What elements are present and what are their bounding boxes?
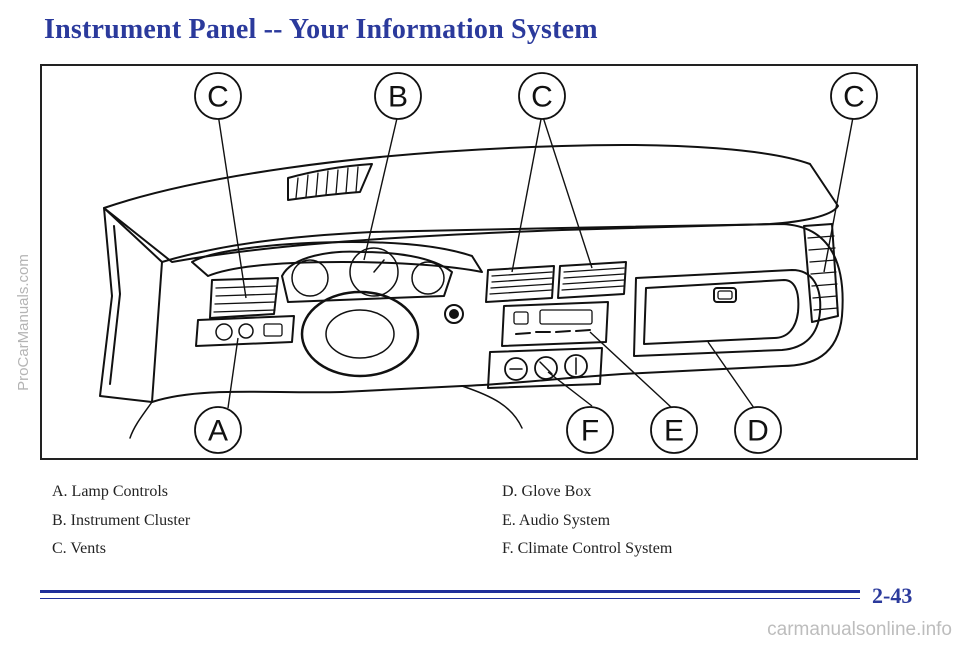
glove-box-outline (643, 279, 800, 345)
leader-c2-a (511, 113, 543, 273)
callout-f-label: F (581, 415, 599, 448)
leader-c3 (823, 111, 855, 273)
callout-d-label: D (747, 415, 769, 448)
legend-item-climate-control: F. Climate Control System (502, 540, 673, 557)
callout-c-1-label: C (207, 81, 229, 114)
legend-item-glove-box: D. Glove Box (502, 483, 592, 500)
leader-d (707, 341, 755, 409)
leader-e (589, 331, 673, 409)
dash-top-surface (103, 143, 839, 263)
lamp-controls-panel (195, 315, 295, 347)
instrument-panel-illustration: C B C C A F E D (99, 72, 878, 454)
callout-c-3 (830, 72, 878, 120)
legend-item-audio-system: E. Audio System (502, 511, 611, 529)
leader-f (547, 371, 593, 407)
leader-a (227, 337, 239, 409)
leader-c2-b (541, 113, 593, 269)
watermark-text: ProCarManuals.com (14, 254, 32, 391)
callout-c-1 (194, 72, 242, 120)
footer-rule (40, 590, 860, 593)
audio-system (501, 301, 609, 347)
dash-right-body (633, 269, 822, 357)
legend-item-instrument-cluster: B. Instrument Cluster (52, 511, 191, 529)
callout-c-2 (518, 72, 566, 120)
gauge-center (349, 247, 399, 297)
page-title: Instrument Panel -- Your Information Sys… (44, 14, 598, 45)
glove-box-latch (713, 287, 737, 303)
callout-e-label: E (664, 415, 684, 448)
footer-rule-thin (40, 598, 860, 599)
legend-item-lamp-controls: A. Lamp Controls (52, 483, 168, 500)
defroster-grille (287, 163, 373, 201)
callout-e (650, 406, 698, 454)
gauge-left (291, 259, 329, 297)
instrument-panel-figure: C B C C A F E D (40, 64, 918, 460)
center-vent-left (485, 265, 555, 303)
left-vent (209, 277, 279, 319)
leader-c1 (217, 113, 247, 299)
callout-f (566, 406, 614, 454)
legend-item-vents: C. Vents (52, 540, 106, 557)
steering-wheel (300, 290, 420, 378)
right-vent (803, 223, 839, 323)
dash-lower-body (151, 223, 844, 403)
legend-right-column: D. Glove Box E. Audio System F. Climate … (502, 482, 672, 568)
leader-b (363, 113, 399, 261)
cluster-hood (191, 241, 483, 277)
legend-left-column: A. Lamp Controls B. Instrument Cluster C… (52, 482, 190, 568)
callout-c-3-label: C (843, 81, 865, 114)
callout-c-2-label: C (531, 81, 553, 114)
dash-left-end (99, 207, 163, 403)
callout-b-label: B (388, 81, 408, 114)
ignition-switch (444, 304, 464, 324)
leader-lines (217, 111, 855, 409)
callout-d (734, 406, 782, 454)
climate-control-panel (487, 347, 603, 389)
page-number: 2-43 (872, 583, 913, 608)
gauge-right (411, 261, 445, 295)
callout-a (194, 406, 242, 454)
callout-b (374, 72, 422, 120)
gauge-cluster (281, 250, 453, 303)
callout-a-label: A (208, 415, 228, 448)
center-vent-right (557, 261, 627, 299)
source-watermark: carmanualsonline.info (767, 619, 952, 640)
